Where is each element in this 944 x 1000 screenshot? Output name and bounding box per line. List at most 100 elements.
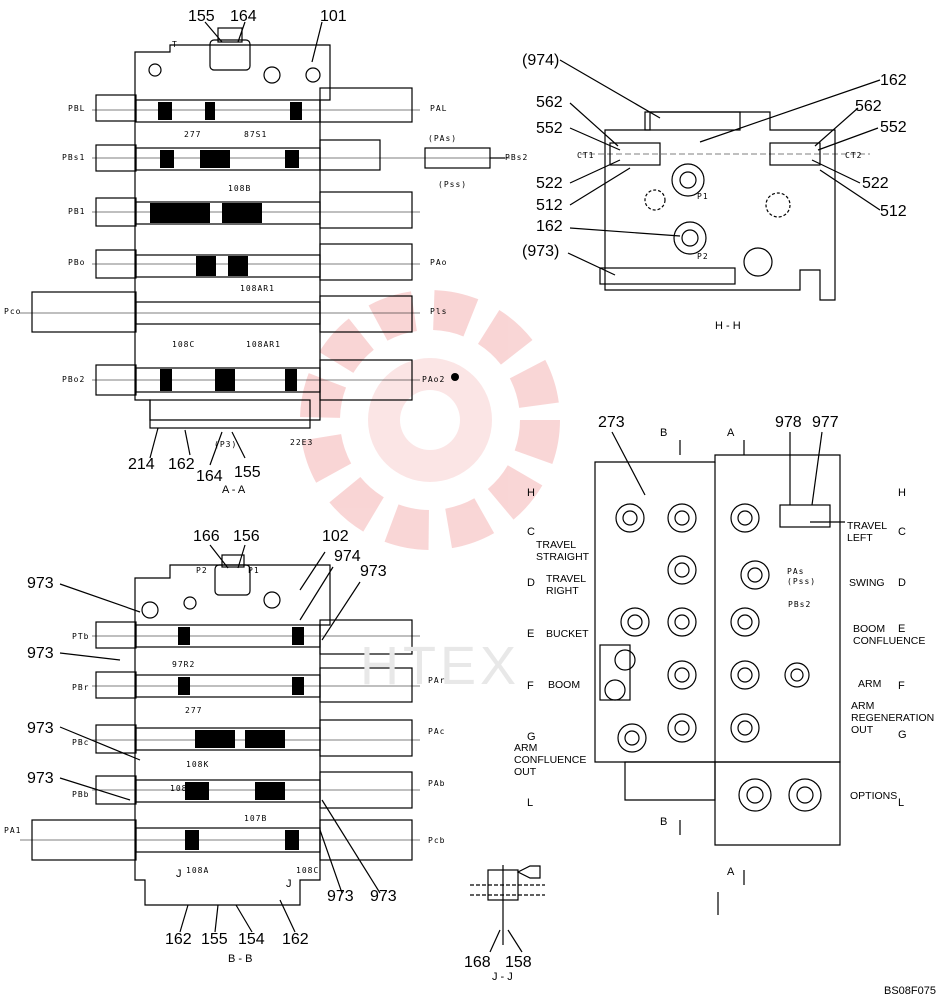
- figure-id: BS08F075: [884, 985, 936, 997]
- callout-164-top: 164: [230, 8, 257, 25]
- port-pbb: PBb: [72, 790, 90, 799]
- section-mark-c-right: C: [898, 526, 906, 538]
- port-pac: PAc: [428, 727, 446, 736]
- side-view-drawing: [594, 431, 845, 915]
- section-bb-drawing: [20, 544, 420, 933]
- section-mark-l-right: L: [898, 797, 905, 809]
- callout-155-bottom: 155: [234, 464, 261, 481]
- callout-101: 101: [320, 8, 347, 25]
- internal-pss: (Pss): [438, 180, 468, 189]
- callout-512-left: 512: [536, 197, 563, 214]
- port-par: PAr: [428, 676, 446, 685]
- label-arm-regeneration-out: ARM REGENERATION OUT: [851, 700, 935, 736]
- callout-974-bb: 974: [334, 548, 361, 565]
- callout-168: 168: [464, 954, 491, 971]
- internal-277-aa: 277: [184, 130, 202, 139]
- callout-973-e: 973: [27, 770, 54, 787]
- port-pal: PAL: [430, 104, 448, 113]
- label-travel-straight: TRAVEL STRAIGHT: [536, 539, 590, 563]
- section-aa-drawing: [20, 21, 510, 466]
- callout-974-hh: (974): [522, 52, 560, 69]
- internal-108l: 108L: [170, 784, 194, 793]
- section-mark-j-right: J: [286, 878, 292, 890]
- port-pbr: PBr: [72, 683, 90, 692]
- callout-162-hh-top: 162: [880, 72, 907, 89]
- port-pbs2-side: PBs2: [788, 600, 812, 609]
- caption-aa: A - A: [222, 484, 246, 496]
- section-mark-d-left: D: [527, 577, 535, 589]
- internal-22e3: 22E3: [290, 438, 314, 447]
- section-mark-e-right: E: [898, 623, 906, 635]
- port-t: T: [172, 40, 178, 49]
- port-pas-side: PAs: [787, 567, 805, 576]
- label-arm-confluence-out: ARM CONFLUENCE OUT: [514, 742, 587, 778]
- callout-552-right: 552: [880, 119, 907, 136]
- port-ct1: CT1: [577, 151, 595, 160]
- callout-154: 154: [238, 931, 265, 948]
- callout-522-right: 522: [862, 175, 889, 192]
- port-pb1: PB1: [68, 207, 86, 216]
- callout-562-left: 562: [536, 94, 563, 111]
- callout-164-bottom: 164: [196, 468, 223, 485]
- label-boom-confluence: BOOM CONFLUENCE: [853, 623, 926, 647]
- section-mark-a-bottom: A: [727, 866, 735, 878]
- callout-155-bb: 155: [201, 931, 228, 948]
- callout-522-left: 522: [536, 175, 563, 192]
- port-pss-side: (Pss): [787, 577, 817, 586]
- port-pco: Pco: [4, 307, 22, 316]
- internal-107b: 107B: [244, 814, 268, 823]
- callout-973-hh: (973): [522, 243, 560, 260]
- callout-973-c: 973: [27, 645, 54, 662]
- port-pbo: PBo: [68, 258, 86, 267]
- section-bb-coils: [178, 627, 304, 850]
- callout-552-left: 552: [536, 120, 563, 137]
- section-mark-g-left: G: [527, 731, 536, 743]
- port-pbc: PBc: [72, 738, 90, 747]
- section-hh-drawing: [559, 59, 881, 301]
- internal-108k: 108K: [186, 760, 210, 769]
- section-mark-c-left: C: [527, 526, 535, 538]
- callout-973-g: 973: [370, 888, 397, 905]
- section-jj-drawing: [470, 865, 545, 953]
- callout-978: 978: [775, 414, 802, 431]
- callout-512-right: 512: [880, 203, 907, 220]
- port-p2-bb: P2: [196, 566, 208, 575]
- callout-973-b: 973: [27, 575, 54, 592]
- label-arm: ARM: [858, 678, 882, 690]
- port-pa1: PA1: [4, 826, 22, 835]
- section-aa-coils: [150, 102, 459, 391]
- section-mark-g-right: G: [898, 729, 907, 741]
- port-ct2: CT2: [845, 151, 863, 160]
- internal-pas: (PAs): [428, 134, 458, 143]
- callout-273: 273: [598, 414, 625, 431]
- section-mark-h-left: H: [527, 487, 535, 499]
- internal-108b: 108B: [228, 184, 252, 193]
- port-p1-hh: P1: [697, 192, 709, 201]
- callout-166: 166: [193, 528, 220, 545]
- internal-108a: 108A: [186, 866, 210, 875]
- caption-jj: J - J: [492, 971, 513, 983]
- section-mark-e-left: E: [527, 628, 535, 640]
- watermark-gear-icon: [300, 290, 560, 550]
- internal-97r2: 97R2: [172, 660, 196, 669]
- callout-162-bb-right: 162: [282, 931, 309, 948]
- callout-214: 214: [128, 456, 155, 473]
- section-mark-l-left: L: [527, 797, 534, 809]
- internal-108c: 108C: [172, 340, 196, 349]
- section-mark-h-right: H: [898, 487, 906, 499]
- label-bucket: BUCKET: [546, 628, 589, 640]
- port-pcb: Pcb: [428, 836, 446, 845]
- label-swing: SWING: [849, 577, 885, 589]
- port-ptb: PTb: [72, 632, 90, 641]
- callout-158: 158: [505, 954, 532, 971]
- callout-973-a: 973: [360, 563, 387, 580]
- port-pab: PAb: [428, 779, 446, 788]
- section-mark-d-right: D: [898, 577, 906, 589]
- internal-108ar1-a: 108AR1: [240, 284, 275, 293]
- label-options: OPTIONS: [850, 790, 898, 802]
- port-pao: PAo: [430, 258, 448, 267]
- section-mark-b-bottom: B: [660, 816, 668, 828]
- port-pbl: PBL: [68, 104, 86, 113]
